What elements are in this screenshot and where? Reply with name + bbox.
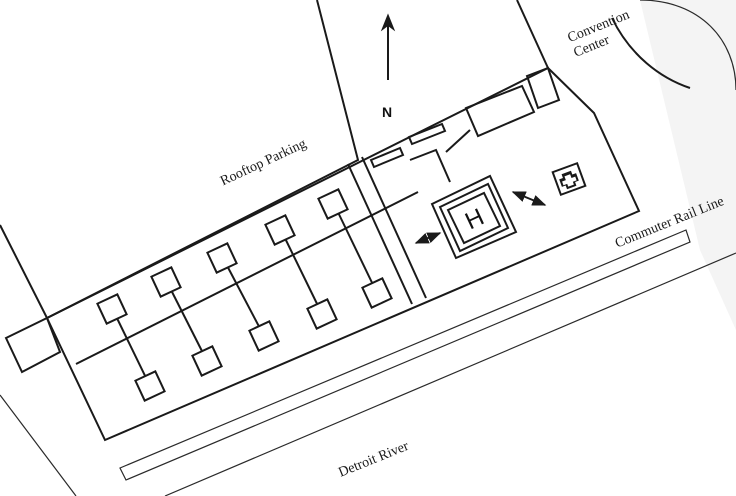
roof-vent-1	[369, 146, 405, 169]
light-pole	[306, 298, 338, 330]
helipad-letter: H	[461, 203, 488, 235]
main-building	[45, 66, 641, 442]
divider-wall-b	[361, 156, 427, 299]
light-pole	[264, 214, 296, 246]
double-headed-arrow-icon	[414, 232, 442, 244]
light-pole	[150, 266, 182, 298]
river-bank	[164, 252, 736, 496]
light-pole	[361, 277, 393, 309]
roof-vent-2	[407, 122, 447, 146]
west-stair-box	[4, 316, 62, 374]
helipad-access-path-2	[445, 129, 471, 153]
rooftop-parking-boundary	[0, 0, 360, 320]
parking-south-edge	[75, 191, 419, 365]
commuter-rail-line	[119, 229, 691, 481]
medical-cross-icon	[551, 161, 587, 197]
light-pole	[317, 188, 349, 220]
light-pole	[191, 345, 223, 377]
rooftop-parking-label: Rooftop Parking	[218, 136, 309, 189]
divider-wall-a	[347, 163, 413, 305]
light-pole	[248, 320, 280, 352]
convention-center-outline	[611, 17, 691, 89]
helipad-icon: H	[430, 174, 518, 260]
light-pole	[134, 370, 166, 402]
ne-stair-box	[464, 84, 536, 138]
lower-edge	[0, 394, 77, 496]
convention-center-arc	[639, 0, 736, 91]
double-headed-arrow-icon	[511, 191, 547, 206]
detroit-river-label: Detroit River	[336, 439, 411, 481]
north-label: N	[382, 104, 392, 120]
scan-shadow	[640, 0, 736, 330]
helipad-access-path	[409, 148, 451, 183]
light-pole	[96, 293, 128, 325]
ne-small-box	[525, 66, 561, 110]
ne-corner-wall	[516, 0, 549, 69]
light-pole	[206, 242, 238, 274]
parking-light-poles	[96, 188, 393, 402]
